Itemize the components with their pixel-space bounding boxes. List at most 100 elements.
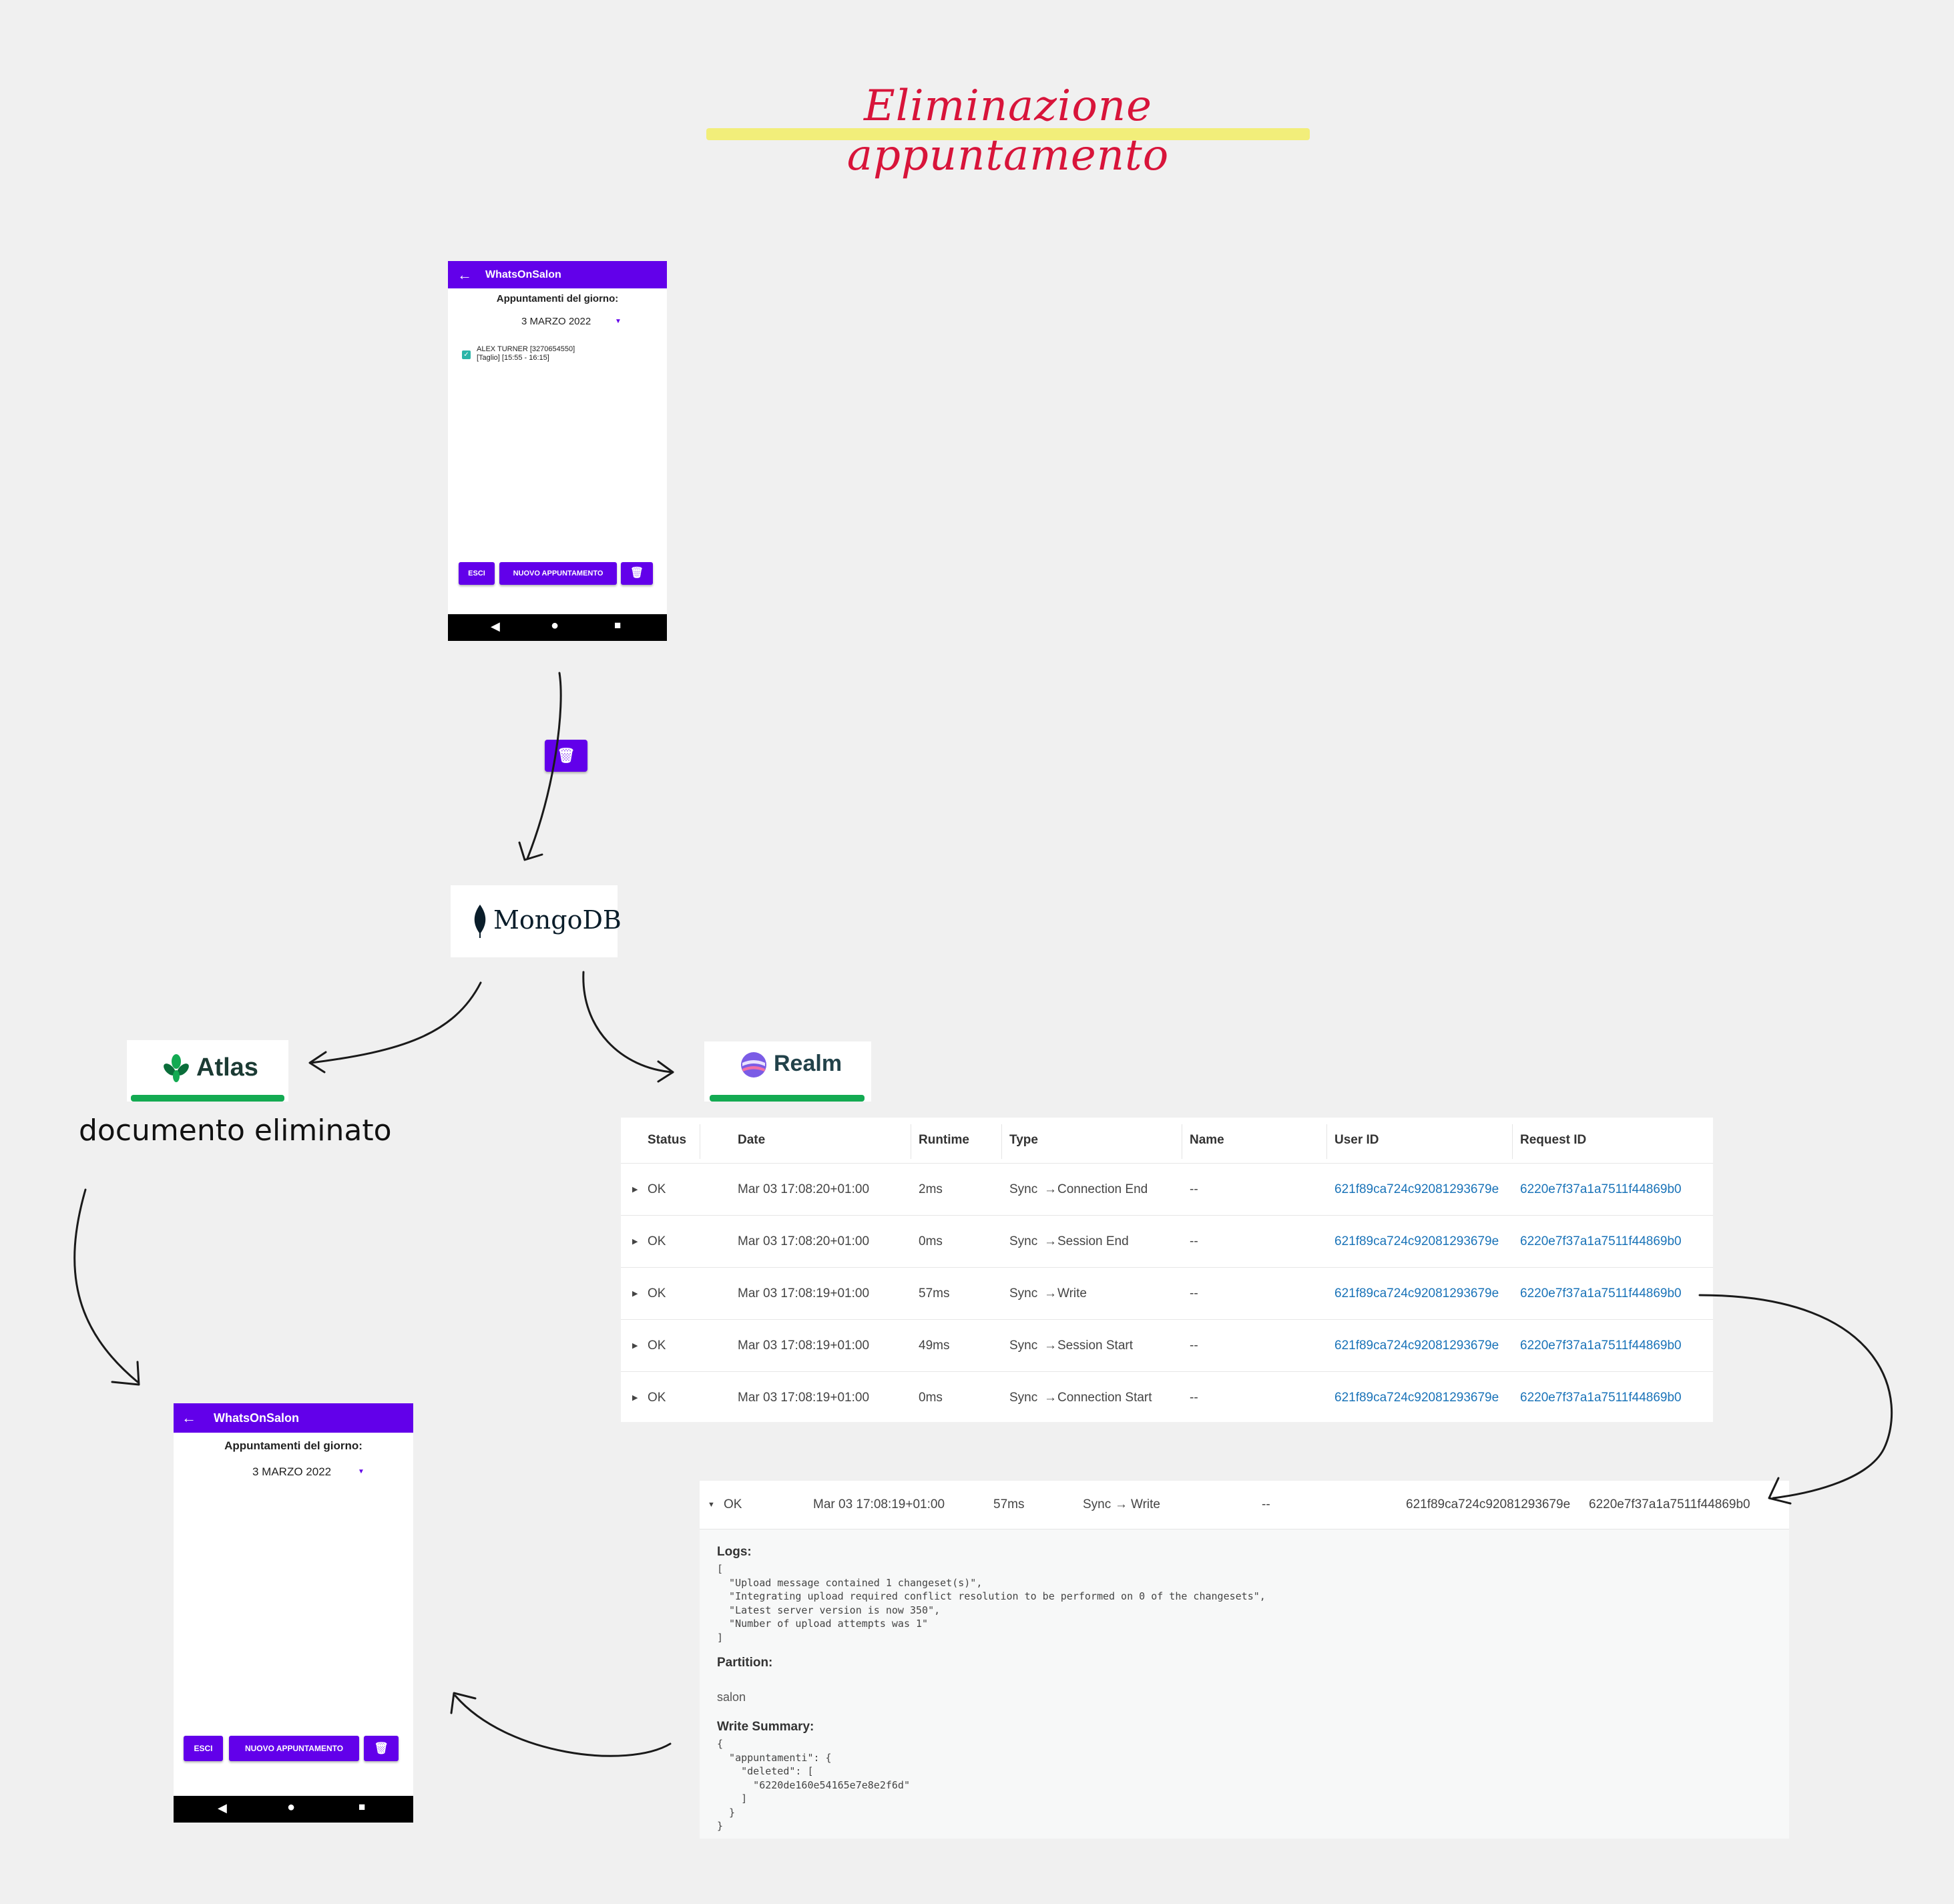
- arrow-right-icon: →: [1044, 1339, 1057, 1353]
- table-row[interactable]: ▶ OK Mar 03 17:08:19+01:00 0ms Sync → Co…: [621, 1371, 1713, 1424]
- row-expand-icon[interactable]: ▶: [632, 1238, 638, 1246]
- trash-icon: 🗑: [374, 1742, 389, 1754]
- dropdown-icon[interactable]: ▼: [358, 1468, 364, 1475]
- date-value: 3 MARZO 2022: [521, 316, 591, 327]
- trash-icon: 🗑: [557, 747, 575, 764]
- delete-button[interactable]: 🗑: [364, 1736, 399, 1761]
- cell-request-id-link[interactable]: 6220e7f37a1a7511f44869b0: [1520, 1391, 1682, 1405]
- cell-user-id-link[interactable]: 621f89ca724c92081293679e: [1334, 1234, 1499, 1248]
- cell-date: Mar 03 17:08:20+01:00: [738, 1182, 870, 1196]
- nav-back-icon[interactable]: ◀: [491, 620, 500, 633]
- cell-type-category: Sync: [1009, 1286, 1038, 1300]
- row-collapse-icon[interactable]: ▼: [708, 1501, 715, 1509]
- cell-request-id-link[interactable]: 6220e7f37a1a7511f44869b0: [1520, 1339, 1682, 1353]
- exit-button[interactable]: ESCI: [184, 1736, 223, 1761]
- phone-screen-before: ← WhatsOnSalon Appuntamenti del giorno: …: [448, 261, 667, 641]
- cell-runtime: 49ms: [919, 1339, 950, 1353]
- mongodb-leaf-icon: [474, 905, 486, 938]
- cell-date: Mar 03 17:08:20+01:00: [738, 1234, 870, 1248]
- app-bar: ← WhatsOnSalon: [448, 261, 667, 288]
- arrow-right-icon: →: [1115, 1497, 1128, 1511]
- header-user-id[interactable]: User ID: [1334, 1133, 1379, 1147]
- detail-runtime: 57ms: [993, 1497, 1025, 1511]
- cell-request-id-link[interactable]: 6220e7f37a1a7511f44869b0: [1520, 1182, 1682, 1196]
- cell-type-category: Sync: [1009, 1182, 1038, 1196]
- write-summary-label: Write Summary:: [717, 1720, 814, 1734]
- row-expand-icon[interactable]: ▶: [632, 1186, 638, 1194]
- cell-user-id-link[interactable]: 621f89ca724c92081293679e: [1334, 1286, 1499, 1300]
- cell-type-event: Connection Start: [1057, 1391, 1152, 1405]
- arrow-right-icon: →: [1044, 1286, 1057, 1300]
- detail-type-event: Write: [1131, 1497, 1160, 1511]
- app-title: WhatsOnSalon: [214, 1411, 300, 1425]
- header-name[interactable]: Name: [1190, 1133, 1224, 1147]
- cell-type-event: Write: [1057, 1286, 1087, 1300]
- realm-underline: [710, 1095, 865, 1102]
- header-runtime[interactable]: Runtime: [919, 1133, 969, 1147]
- new-appointment-button[interactable]: NUOVO APPUNTAMENTO: [499, 562, 617, 585]
- nav-home-icon[interactable]: ●: [287, 1800, 296, 1815]
- arrow-right-icon: →: [1044, 1234, 1057, 1248]
- date-selector[interactable]: 3 MARZO 2022 ▼: [252, 1463, 373, 1481]
- cell-status: OK: [648, 1391, 666, 1405]
- nav-home-icon[interactable]: ●: [551, 618, 559, 633]
- detail-user-id-link[interactable]: 621f89ca724c92081293679e: [1406, 1497, 1571, 1511]
- appointment-item[interactable]: ✓ ALEX TURNER [3270654550] [Taglio] [15:…: [462, 345, 649, 365]
- delete-button[interactable]: 🗑: [621, 562, 653, 585]
- realm-text: Realm: [774, 1051, 842, 1076]
- arrow-back-icon[interactable]: ←: [457, 266, 472, 283]
- app-title: WhatsOnSalon: [485, 269, 561, 280]
- cell-request-id-link[interactable]: 6220e7f37a1a7511f44869b0: [1520, 1286, 1682, 1300]
- checkbox-icon[interactable]: ✓: [462, 350, 471, 359]
- arrow-mongodb-to-realm: [582, 971, 674, 1083]
- detail-type-category: Sync: [1083, 1497, 1112, 1511]
- realm-icon: [741, 1052, 766, 1078]
- mongodb-text: MongoDB: [493, 905, 622, 935]
- cell-type-event: Connection End: [1057, 1182, 1148, 1196]
- detail-header-row[interactable]: ▼ OK Mar 03 17:08:19+01:00 57ms Sync → W…: [700, 1481, 1789, 1529]
- cell-name: --: [1190, 1234, 1198, 1248]
- header-date[interactable]: Date: [738, 1133, 766, 1147]
- cell-status: OK: [648, 1339, 666, 1353]
- cell-name: --: [1190, 1286, 1198, 1300]
- arrow-back-icon[interactable]: ←: [182, 1409, 196, 1426]
- detail-request-id-link[interactable]: 6220e7f37a1a7511f44869b0: [1589, 1497, 1750, 1511]
- deleted-note: documento eliminato: [79, 1114, 392, 1148]
- exit-button[interactable]: ESCI: [459, 562, 495, 585]
- header-type[interactable]: Type: [1009, 1133, 1038, 1147]
- row-expand-icon[interactable]: ▶: [632, 1342, 638, 1350]
- atlas-underline: [131, 1095, 284, 1102]
- cell-user-id-link[interactable]: 621f89ca724c92081293679e: [1334, 1391, 1499, 1405]
- table-row[interactable]: ▶ OK Mar 03 17:08:19+01:00 49ms Sync → S…: [621, 1319, 1713, 1372]
- cell-user-id-link[interactable]: 621f89ca724c92081293679e: [1334, 1182, 1499, 1196]
- header-status[interactable]: Status: [648, 1133, 687, 1147]
- cell-name: --: [1190, 1391, 1198, 1405]
- cell-type-category: Sync: [1009, 1339, 1038, 1353]
- appointment-line-2: [Taglio] [15:55 - 16:15]: [477, 354, 549, 362]
- new-appointment-button[interactable]: NUOVO APPUNTAMENTO: [229, 1736, 359, 1761]
- nav-recents-icon[interactable]: ■: [614, 619, 622, 632]
- cell-date: Mar 03 17:08:19+01:00: [738, 1339, 870, 1353]
- cell-name: --: [1190, 1182, 1198, 1196]
- cell-request-id-link[interactable]: 6220e7f37a1a7511f44869b0: [1520, 1234, 1682, 1248]
- cell-runtime: 57ms: [919, 1286, 950, 1300]
- header-divider: [1001, 1124, 1002, 1159]
- row-expand-icon[interactable]: ▶: [632, 1394, 638, 1402]
- header-request-id[interactable]: Request ID: [1520, 1133, 1587, 1147]
- dropdown-icon[interactable]: ▼: [615, 318, 622, 325]
- atlas-text: Atlas: [196, 1053, 258, 1082]
- log-detail-panel: ▼ OK Mar 03 17:08:19+01:00 57ms Sync → W…: [700, 1481, 1789, 1839]
- cell-user-id-link[interactable]: 621f89ca724c92081293679e: [1334, 1339, 1499, 1353]
- title-highlight: [706, 128, 1310, 140]
- nav-back-icon[interactable]: ◀: [218, 1801, 227, 1815]
- table-row[interactable]: ▶ OK Mar 03 17:08:19+01:00 57ms Sync → W…: [621, 1267, 1713, 1320]
- atlas-logo: Atlas: [127, 1040, 288, 1102]
- table-row[interactable]: ▶ OK Mar 03 17:08:20+01:00 2ms Sync → Co…: [621, 1163, 1713, 1216]
- cell-type-event: Session End: [1057, 1234, 1129, 1248]
- row-expand-icon[interactable]: ▶: [632, 1290, 638, 1298]
- date-selector[interactable]: 3 MARZO 2022 ▼: [521, 314, 628, 330]
- nav-recents-icon[interactable]: ■: [358, 1801, 366, 1813]
- cell-type-category: Sync: [1009, 1234, 1038, 1248]
- write-summary-text: { "appuntamenti": { "deleted": [ "6220de…: [717, 1738, 910, 1832]
- table-row[interactable]: ▶ OK Mar 03 17:08:20+01:00 0ms Sync → Se…: [621, 1215, 1713, 1268]
